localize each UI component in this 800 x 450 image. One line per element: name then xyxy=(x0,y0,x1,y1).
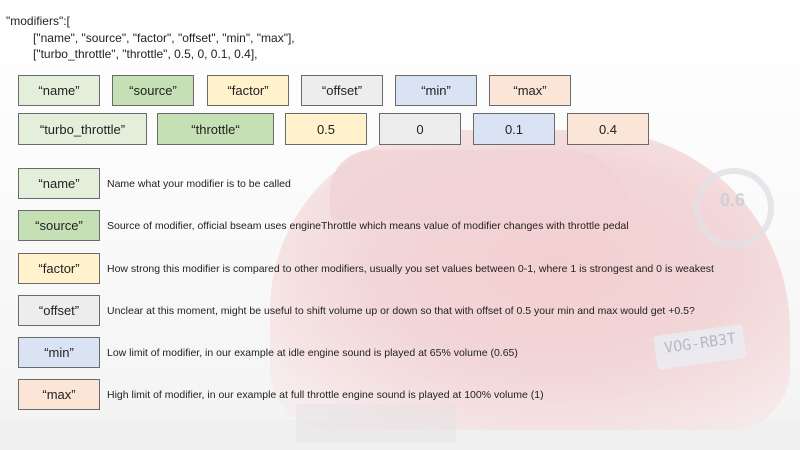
legend-key-min: “min” xyxy=(18,337,100,368)
header-box-min: “min” xyxy=(395,75,477,106)
legend-key-offset: “offset” xyxy=(18,295,100,326)
legend-description-source: Source of modifier, official bseam uses … xyxy=(107,220,629,232)
header-box-name: “name” xyxy=(18,75,100,106)
legend-description-factor: How strong this modifier is compared to … xyxy=(107,263,714,275)
background-speed-gauge-icon xyxy=(694,168,774,248)
background-car-window xyxy=(330,150,630,220)
legend-key-factor: “factor” xyxy=(18,253,100,284)
legend-description-max: High limit of modifier, in our example a… xyxy=(107,389,544,401)
header-box-factor: “factor” xyxy=(207,75,289,106)
legend-description-offset: Unclear at this moment, might be useful … xyxy=(107,305,695,317)
value-box-min: 0.1 xyxy=(473,113,555,145)
legend-key-name: “name” xyxy=(18,168,100,199)
legend-key-max: “max” xyxy=(18,379,100,410)
header-box-offset: “offset” xyxy=(301,75,383,106)
value-box-offset: 0 xyxy=(379,113,461,145)
background-hud-panel xyxy=(296,404,456,442)
code-line-values: ["turbo_throttle", "throttle", 0.5, 0, 0… xyxy=(33,47,258,61)
code-line-modifiers: "modifiers":[ xyxy=(6,14,70,28)
header-box-max: “max” xyxy=(489,75,571,106)
header-box-source: “source” xyxy=(112,75,194,106)
legend-key-source: “source” xyxy=(18,210,100,241)
value-box-source: “throttle“ xyxy=(157,113,274,145)
value-box-name: “turbo_throttle” xyxy=(18,113,147,145)
background-gauge-value: 0.6 xyxy=(720,190,746,210)
legend-description-name: Name what your modifier is to be called xyxy=(107,178,291,190)
value-box-factor: 0.5 xyxy=(285,113,367,145)
legend-description-min: Low limit of modifier, in our example at… xyxy=(107,347,518,359)
value-box-max: 0.4 xyxy=(567,113,649,145)
code-line-header: ["name", "source", "factor", "offset", "… xyxy=(33,31,295,45)
